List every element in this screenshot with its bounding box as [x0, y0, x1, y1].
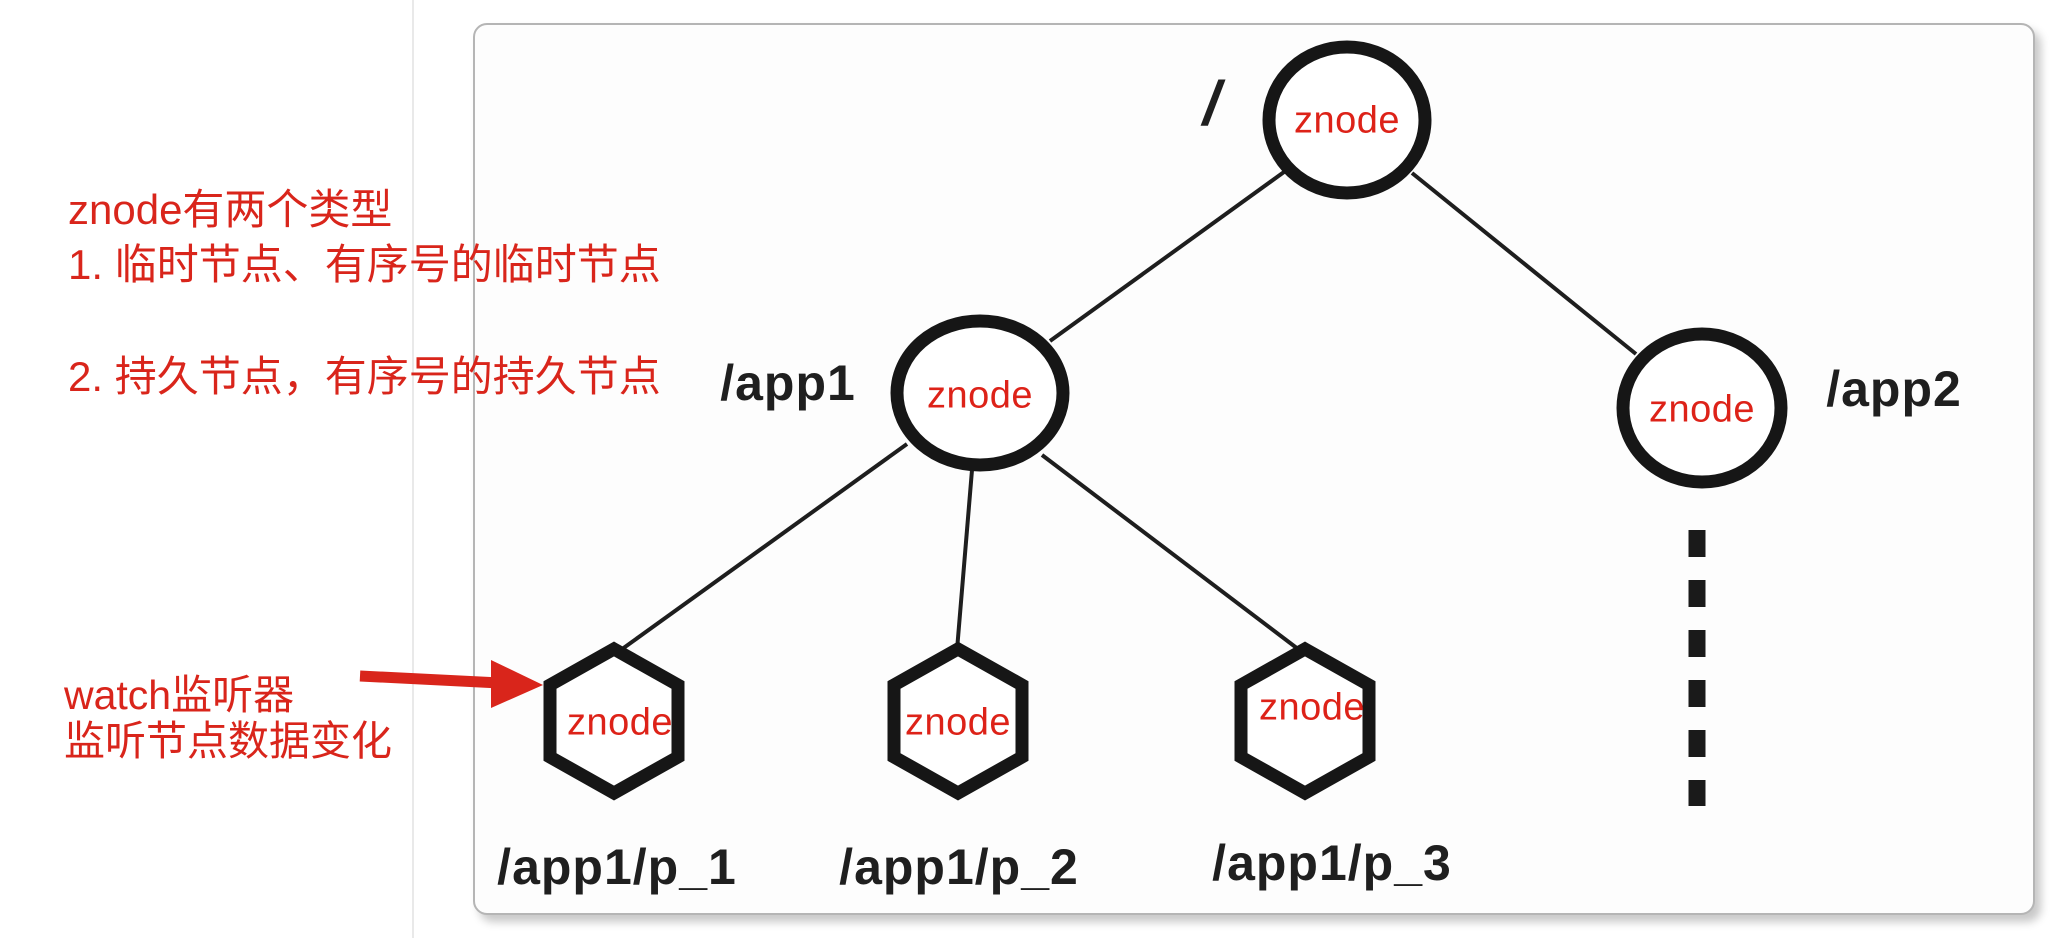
app2-path-label: /app2: [1826, 361, 1962, 417]
edge-app1-p2: [955, 469, 974, 651]
p1-node-label: znode: [566, 701, 674, 744]
node-app2-circle: [1616, 327, 1788, 489]
tree-edges: [616, 170, 1638, 654]
p3-node-label: znode: [1258, 686, 1366, 729]
edge-root-app1: [1048, 170, 1286, 343]
watch-note-line2: 监听节点数据变化: [64, 718, 392, 764]
znode-types-note-spacer: [68, 292, 661, 349]
node-p2-hexagon: [887, 641, 1029, 801]
node-p3-hexagon: [1234, 641, 1376, 801]
node-p1-hexagon: [543, 641, 685, 801]
znode-types-note: znode有两个类型 1. 临时节点、有序号的临时节点 2. 持久节点，有序号的…: [68, 182, 661, 404]
p3-path-label: /app1/p_3: [1212, 835, 1452, 891]
watch-arrow: [359, 660, 543, 708]
p2-path-label: /app1/p_2: [839, 839, 1079, 895]
hexagon-nodes: [543, 641, 1376, 801]
watch-note: watch监听器 监听节点数据变化: [64, 672, 392, 764]
root-path-label: /: [1202, 69, 1222, 139]
app2-node-label: znode: [1648, 388, 1756, 431]
node-app1-circle: [890, 314, 1070, 472]
node-root-circle: [1262, 40, 1432, 200]
znode-types-note-line3: 2. 持久节点，有序号的持久节点: [68, 353, 661, 400]
edge-app1-p1: [616, 442, 909, 654]
znode-types-note-line2: 1. 临时节点、有序号的临时节点: [68, 241, 661, 288]
circle-nodes: [890, 40, 1788, 489]
znode-types-note-line1: znode有两个类型: [68, 186, 393, 233]
page-divider-line: [412, 0, 414, 938]
watch-note-line1: watch监听器: [64, 672, 295, 718]
app1-node-label: znode: [926, 374, 1034, 417]
app1-path-label: /app1: [720, 355, 856, 411]
edge-app1-p3: [1040, 453, 1304, 654]
watch-arrow-head: [491, 660, 543, 708]
p1-path-label: /app1/p_1: [497, 839, 737, 895]
edge-root-app2: [1410, 171, 1638, 356]
watch-arrow-shaft: [359, 670, 501, 689]
root-node-label: znode: [1293, 99, 1401, 142]
p2-node-label: znode: [904, 701, 1012, 744]
